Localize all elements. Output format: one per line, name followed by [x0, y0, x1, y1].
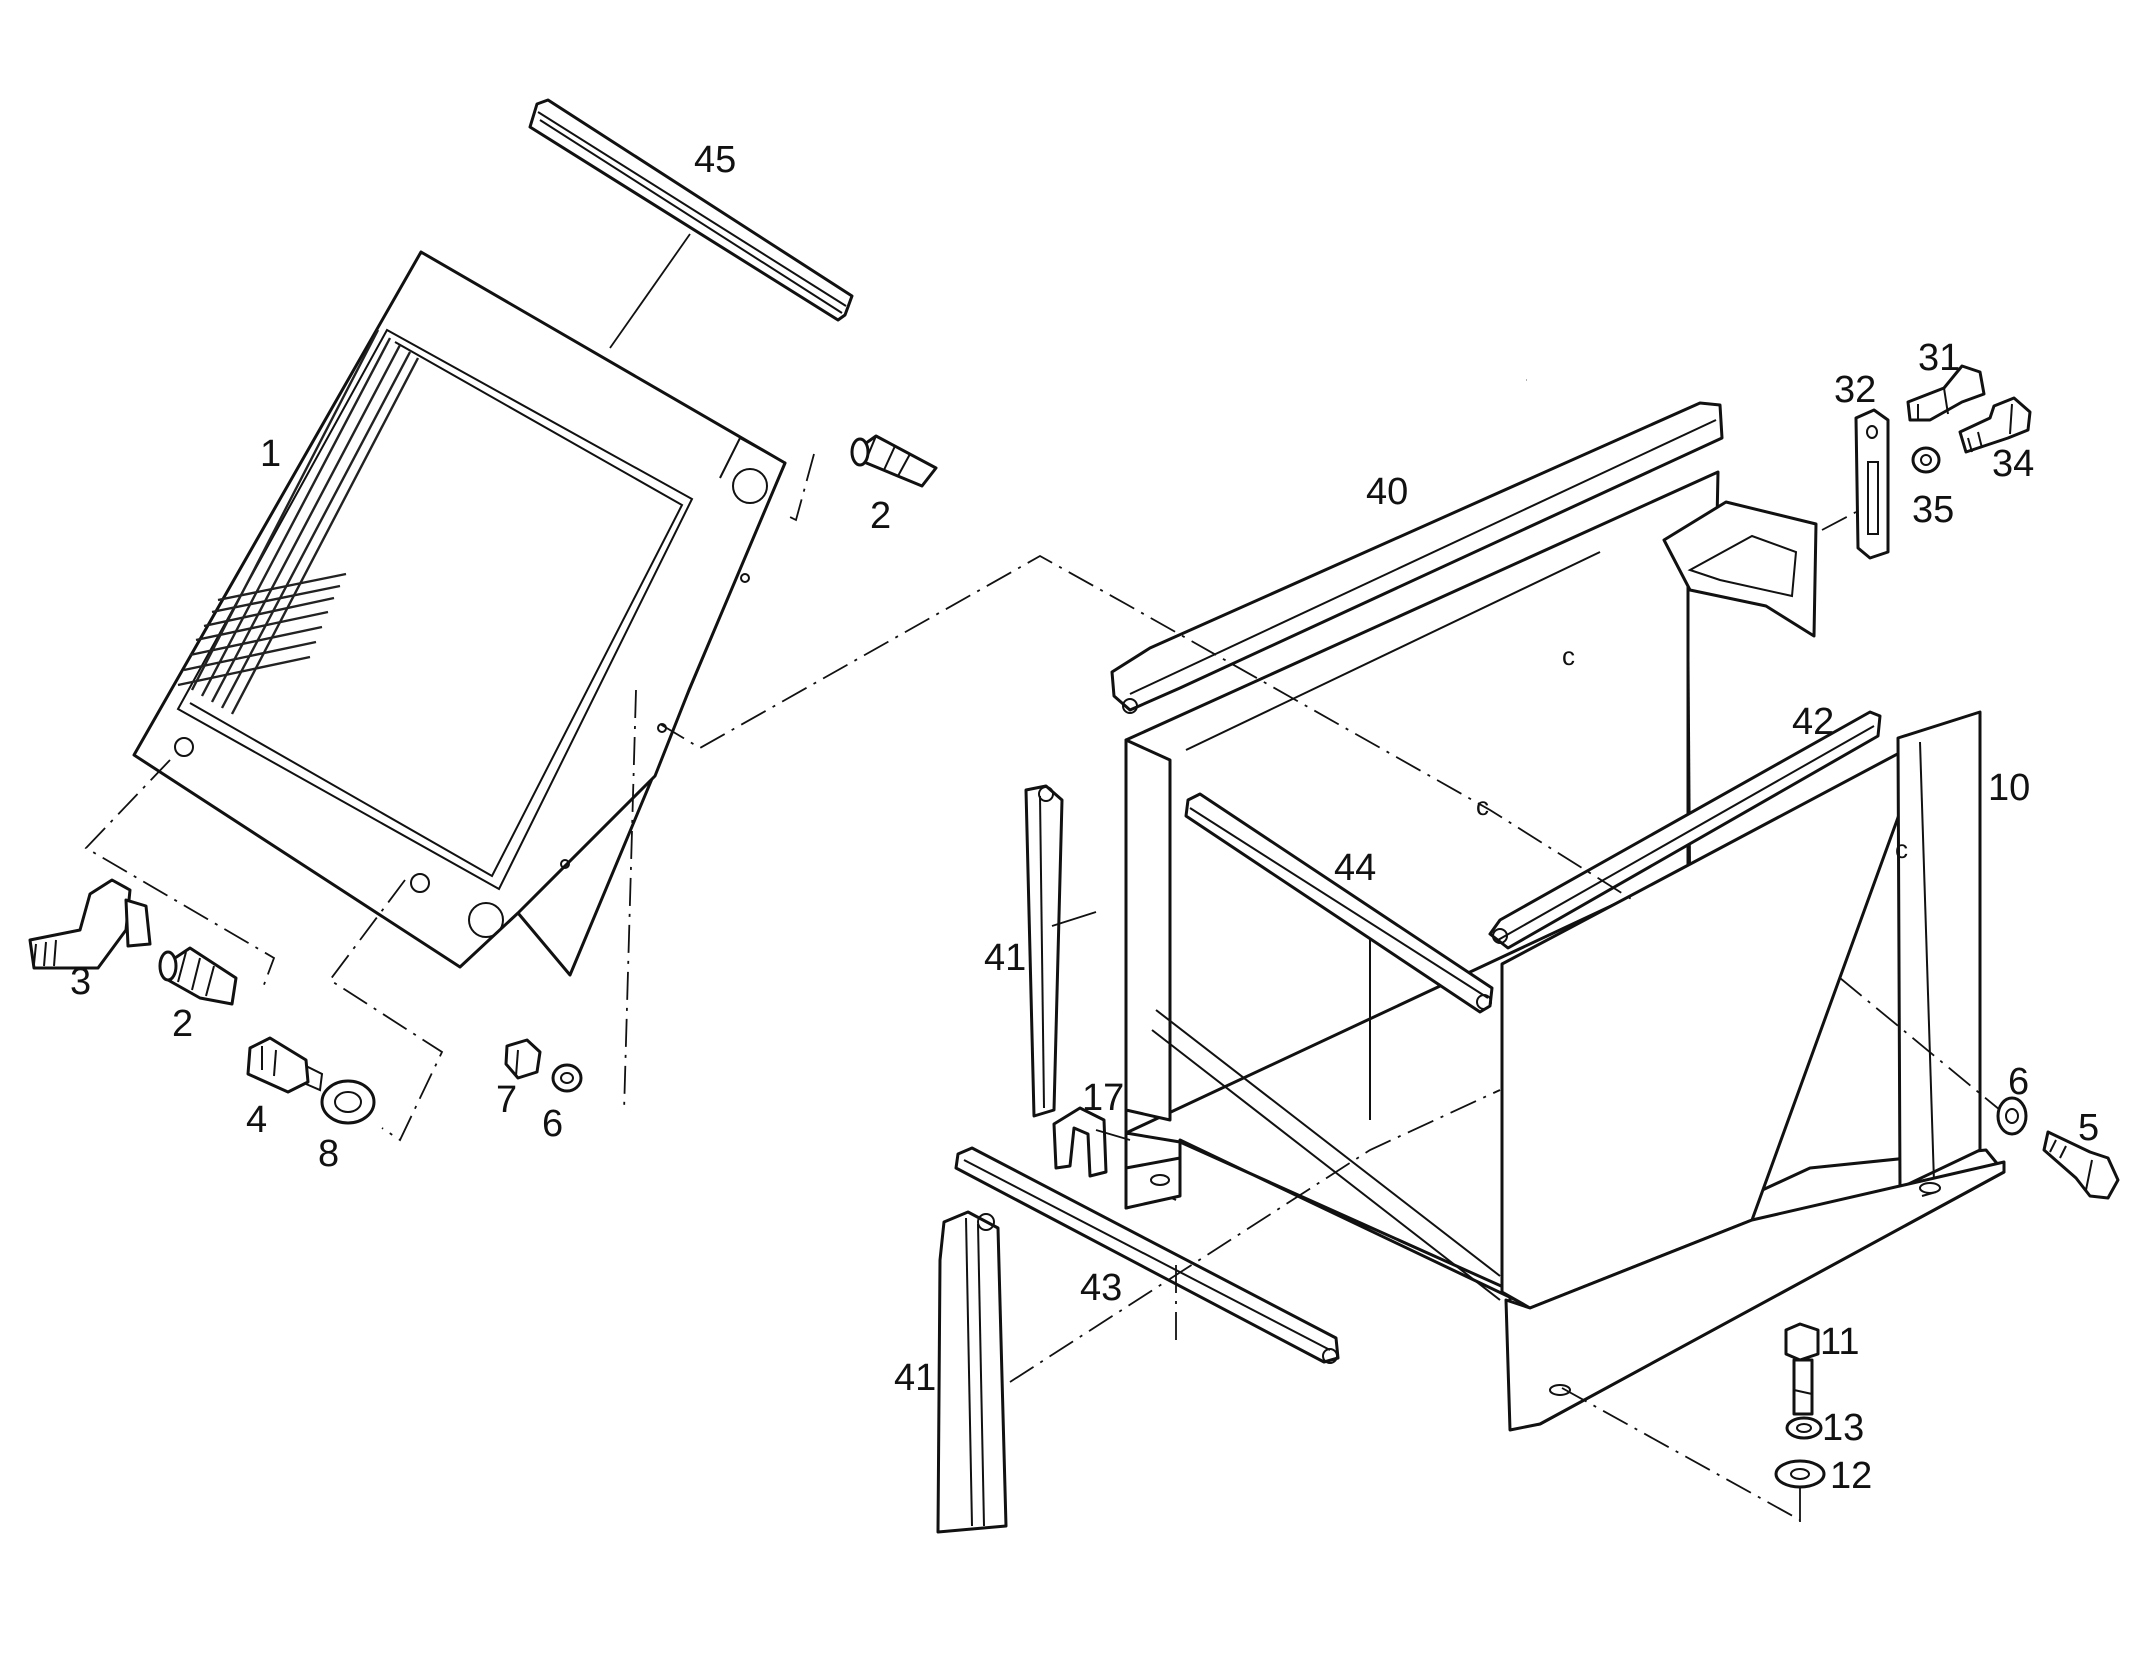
- callout-44: 44: [1334, 847, 1376, 889]
- callout-2-top: 2: [870, 495, 891, 537]
- vertical-seal-41-lower: [936, 1210, 1008, 1534]
- callout-10: 10: [1988, 767, 2030, 809]
- callout-34: 34: [1992, 443, 2034, 485]
- washer-6-right: [1996, 1096, 2028, 1136]
- callout-11: 11: [1820, 1321, 1859, 1363]
- callout-31: 31: [1918, 337, 1960, 379]
- callout-1: 1: [260, 433, 281, 475]
- sensor-2-lower: [158, 946, 238, 1006]
- elbow-fitting-3: [28, 878, 152, 970]
- upper-rail-40: [1110, 401, 1724, 714]
- callout-35: 35: [1912, 489, 1954, 531]
- callout-6-left: 6: [542, 1103, 563, 1145]
- vertical-seal-41-upper: [1024, 784, 1064, 1118]
- plug-4: [246, 1036, 324, 1094]
- washer-8: [320, 1079, 376, 1125]
- callout-42: 42: [1792, 701, 1834, 743]
- bolt-5: [2042, 1130, 2120, 1200]
- seal-strip-43: [954, 1146, 1340, 1364]
- washer-13: [1785, 1416, 1823, 1440]
- housing-hole-mark: c: [1562, 641, 1575, 671]
- seal-strip-45: [528, 98, 854, 322]
- housing-hole-mark-right: c: [1895, 834, 1908, 864]
- callout-12: 12: [1830, 1455, 1872, 1497]
- callout-41-lower: 41: [894, 1357, 936, 1399]
- bolt-34: [1958, 396, 2032, 454]
- callout-labels: 45 1 2 3 2 4 8 7 6 40 32 31 34 35 42 10 …: [70, 139, 2099, 1497]
- callout-8: 8: [318, 1133, 339, 1175]
- callout-3: 3: [70, 961, 91, 1003]
- assembly-lines: [84, 233, 2001, 1522]
- nut-7: [504, 1038, 542, 1080]
- bolt-11: [1784, 1322, 1820, 1416]
- seal-strip-42: [1488, 710, 1882, 950]
- callout-41-upper: 41: [984, 937, 1026, 979]
- callout-43: 43: [1080, 1267, 1122, 1309]
- shroud-housing-10: c c c: [1124, 470, 2006, 1432]
- bracket-32: [1854, 408, 1890, 560]
- callout-2-lower: 2: [172, 1003, 193, 1045]
- callout-7: 7: [496, 1079, 517, 1121]
- callout-13: 13: [1822, 1407, 1864, 1449]
- callout-45: 45: [694, 139, 736, 181]
- washer-35: [1911, 446, 1941, 474]
- washer-6-left: [551, 1063, 583, 1093]
- bolt-31: [1906, 364, 1986, 422]
- washer-12: [1774, 1459, 1826, 1489]
- callout-6-right: 6: [2008, 1061, 2029, 1103]
- sensor-2-top: [850, 434, 938, 488]
- clip-17: [1052, 1106, 1108, 1178]
- inner-seal-44: [1184, 792, 1494, 1014]
- callout-5: 5: [2078, 1107, 2099, 1149]
- callout-17: 17: [1082, 1077, 1124, 1119]
- callout-32: 32: [1834, 369, 1876, 411]
- radiator-core-1: [132, 250, 787, 977]
- callout-40: 40: [1366, 471, 1408, 513]
- callout-4: 4: [246, 1099, 267, 1141]
